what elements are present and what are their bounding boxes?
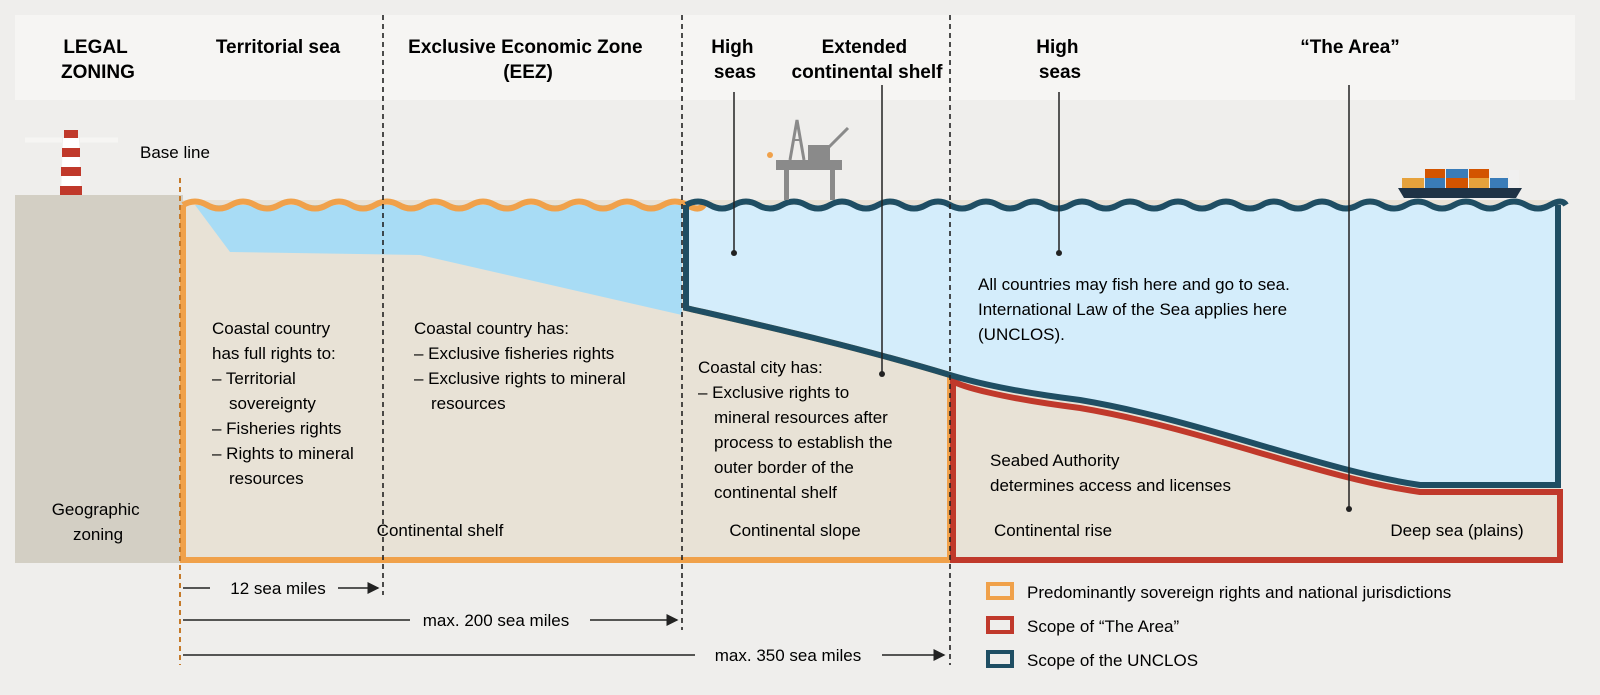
dist-350-label: max. 350 sea miles bbox=[715, 646, 861, 665]
oil-platform-icon bbox=[767, 119, 850, 200]
pointer-dot-3 bbox=[1056, 250, 1062, 256]
baseline-label: Base line bbox=[140, 143, 210, 162]
zone-continental-slope: Continental slope bbox=[729, 521, 860, 540]
header-the-area: “The Area” bbox=[1300, 37, 1400, 58]
deep-water bbox=[686, 205, 1558, 485]
dist-200-label: max. 200 sea miles bbox=[423, 611, 569, 630]
pointer-dot-2 bbox=[879, 371, 885, 377]
pointer-dot-1 bbox=[731, 250, 737, 256]
legend-label-unclos: Scope of the UNCLOS bbox=[1027, 651, 1198, 670]
shallow-water bbox=[195, 205, 682, 315]
dist-12-label: 12 sea miles bbox=[230, 579, 325, 598]
legend-label-sovereign: Predominantly sovereign rights and natio… bbox=[1027, 583, 1451, 602]
cargo-ship-icon bbox=[1398, 169, 1522, 198]
header-extended-shelf: Extended continental shelf bbox=[792, 37, 944, 83]
eez-rights-text: Coastal country has: – Exclusive fisheri… bbox=[414, 319, 630, 413]
header-legal-zoning: LEGAL ZONING bbox=[61, 37, 135, 83]
slope-rights-text: Coastal city has: – Exclusive rights to … bbox=[698, 358, 897, 502]
header-band bbox=[15, 15, 1575, 100]
legend-label-area: Scope of “The Area” bbox=[1027, 617, 1179, 636]
zone-deep-sea: Deep sea (plains) bbox=[1390, 521, 1523, 540]
header-eez: Exclusive Economic Zone (EEZ) bbox=[408, 37, 648, 83]
geographic-zoning-label: Geographic zoning bbox=[52, 500, 145, 544]
lighthouse-icon bbox=[25, 130, 118, 195]
land-block bbox=[15, 195, 183, 563]
header-high-seas-right: High seas bbox=[1036, 37, 1084, 83]
header-territorial-sea: Territorial sea bbox=[216, 37, 341, 58]
sovereign-surface-wave bbox=[181, 198, 707, 212]
seabed-authority-text: Seabed Authority determines access and l… bbox=[990, 451, 1231, 495]
area-boundary bbox=[950, 375, 1563, 563]
legend: Predominantly sovereign rights and natio… bbox=[986, 582, 1451, 670]
legend-swatch-sovereign bbox=[986, 582, 1014, 600]
pointer-dot-4 bbox=[1346, 506, 1352, 512]
header-high-seas-left: High seas bbox=[711, 37, 759, 83]
unclos-boundary bbox=[683, 205, 1561, 488]
legend-swatch-unclos bbox=[986, 650, 1014, 668]
zone-continental-rise: Continental rise bbox=[994, 521, 1112, 540]
unclos-surface-wave bbox=[684, 198, 1569, 212]
zone-continental-shelf: Continental shelf bbox=[377, 521, 504, 540]
territorial-rights-text: Coastal country has full rights to: – Te… bbox=[212, 319, 358, 488]
high-seas-text: All countries may fish here and go to se… bbox=[978, 275, 1295, 344]
legend-swatch-area bbox=[986, 616, 1014, 634]
